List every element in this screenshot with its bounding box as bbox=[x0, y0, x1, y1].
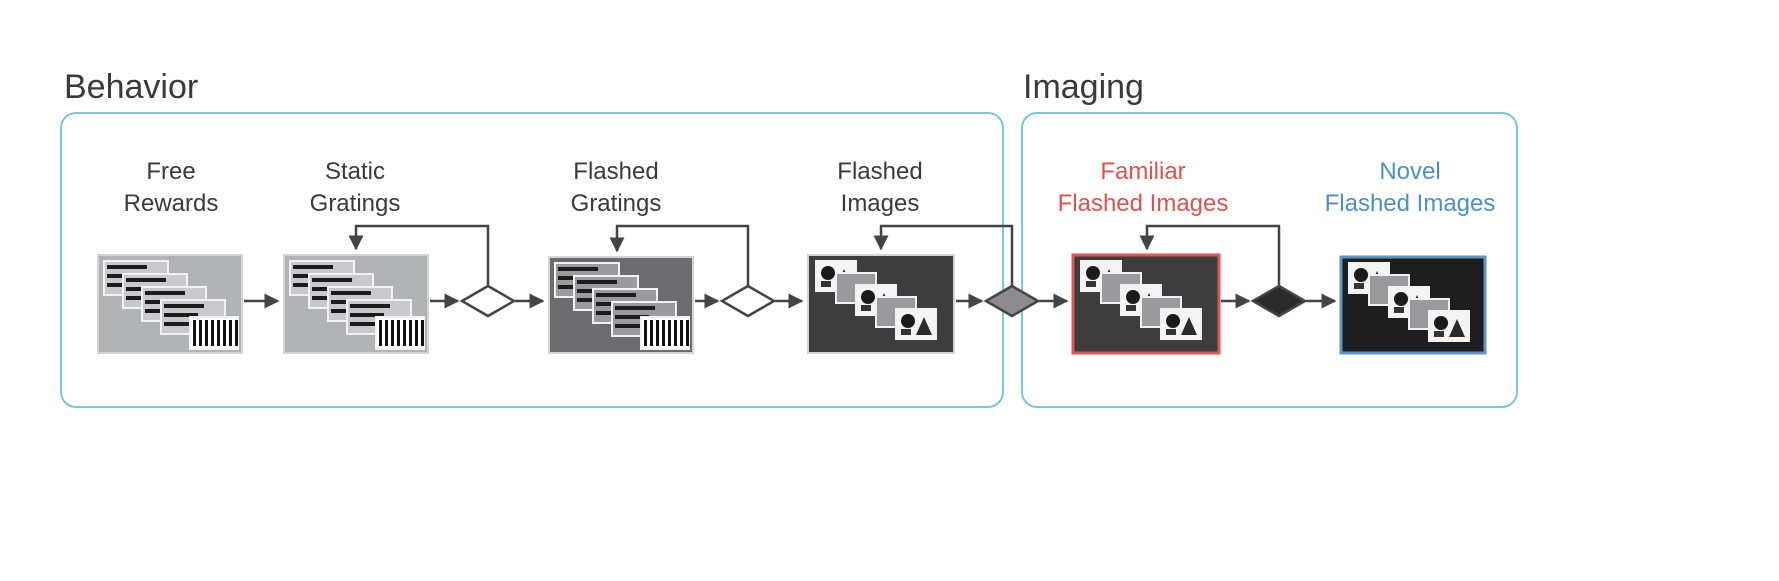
vertical-grating-bar bbox=[686, 320, 689, 346]
vertical-grating-bar bbox=[409, 320, 412, 346]
vertical-grating-bar bbox=[211, 320, 214, 346]
vertical-grating-bar bbox=[680, 320, 683, 346]
image-blob bbox=[821, 281, 831, 287]
grating-bar bbox=[615, 324, 643, 328]
image-blob bbox=[1434, 316, 1448, 330]
image-blob bbox=[861, 290, 875, 304]
loop-decision3-to-flashed-images bbox=[873, 224, 1014, 286]
image-blob bbox=[1166, 314, 1180, 328]
vertical-grating-bar bbox=[391, 320, 394, 346]
vertical-grating-bar bbox=[674, 320, 677, 346]
stage-static-gratings bbox=[283, 254, 429, 354]
grating-bar bbox=[312, 296, 340, 300]
vertical-grating-bar bbox=[235, 320, 238, 346]
grating-bar bbox=[145, 291, 185, 295]
image-blob bbox=[1434, 331, 1444, 337]
grating-bar bbox=[596, 293, 636, 297]
vertical-grating-bar bbox=[379, 320, 382, 346]
imaging-title: Imaging bbox=[1023, 68, 1144, 106]
vertical-grating-bar bbox=[662, 320, 665, 346]
grating-bar bbox=[293, 265, 333, 269]
image-blob bbox=[1449, 319, 1465, 337]
grating-bar bbox=[126, 278, 166, 282]
decision-1 bbox=[459, 284, 517, 318]
grating-bar bbox=[577, 298, 605, 302]
grating-bar bbox=[164, 304, 204, 308]
image-blob bbox=[1394, 292, 1408, 306]
vertical-grating-bar bbox=[193, 320, 196, 346]
grating-bar bbox=[558, 285, 586, 289]
decision-3 bbox=[983, 284, 1041, 318]
behavior-title: Behavior bbox=[64, 68, 199, 106]
behavior-panel bbox=[60, 112, 1004, 408]
image-blob bbox=[901, 314, 915, 328]
decision-2 bbox=[719, 284, 777, 318]
image-blob bbox=[1354, 283, 1364, 289]
loop-decision2-to-flashed-gratings bbox=[609, 224, 750, 286]
vertical-grating-bar bbox=[397, 320, 400, 346]
vertical-grating-bar bbox=[205, 320, 208, 346]
image-blob bbox=[1086, 266, 1100, 280]
vertical-grating-bar bbox=[656, 320, 659, 346]
loop-decision4-to-familiar bbox=[1139, 224, 1281, 286]
imaging-panel bbox=[1021, 112, 1518, 408]
grating-bar bbox=[331, 309, 359, 313]
grating-bar bbox=[312, 278, 352, 282]
image-blob bbox=[901, 329, 911, 335]
grating-bar bbox=[331, 291, 371, 295]
vertical-grating-bar bbox=[403, 320, 406, 346]
image-blob bbox=[916, 317, 932, 335]
image-blob bbox=[1181, 317, 1197, 335]
stage-flashed-gratings bbox=[548, 256, 694, 354]
grating-bar bbox=[145, 309, 173, 313]
decision-4 bbox=[1250, 284, 1308, 318]
grating-bar bbox=[164, 313, 198, 317]
grating-bar bbox=[615, 315, 649, 319]
image-blob bbox=[1126, 290, 1140, 304]
vertical-grating-bar bbox=[217, 320, 220, 346]
grating-bar bbox=[615, 306, 655, 310]
vertical-grating-bar bbox=[668, 320, 671, 346]
image-blob bbox=[1354, 268, 1368, 282]
vertical-grating-bar bbox=[229, 320, 232, 346]
vertical-grating-bar bbox=[421, 320, 424, 346]
vertical-grating-bar bbox=[644, 320, 647, 346]
image-blob bbox=[1166, 329, 1176, 335]
grating-bar bbox=[107, 283, 135, 287]
stage-familiar-flashed-images bbox=[1071, 253, 1221, 355]
stage-novel-flashed-images bbox=[1339, 255, 1487, 355]
vertical-grating-bar bbox=[223, 320, 226, 346]
grating-bar bbox=[350, 322, 378, 326]
grating-bar bbox=[596, 311, 624, 315]
image-blob bbox=[1394, 307, 1404, 313]
image-blob bbox=[1126, 305, 1136, 311]
image-blob bbox=[861, 305, 871, 311]
grating-bar bbox=[293, 283, 321, 287]
stage-flashed-images bbox=[807, 254, 955, 354]
grating-bar bbox=[126, 296, 154, 300]
grating-bar bbox=[107, 265, 147, 269]
vertical-grating-bar bbox=[199, 320, 202, 346]
vertical-grating-bar bbox=[650, 320, 653, 346]
vertical-grating-bar bbox=[415, 320, 418, 346]
image-blob bbox=[1086, 281, 1096, 287]
grating-bar bbox=[558, 267, 598, 271]
grating-bar bbox=[164, 322, 192, 326]
grating-bar bbox=[350, 304, 390, 308]
vertical-grating-bar bbox=[385, 320, 388, 346]
loop-decision1-to-static bbox=[348, 224, 490, 286]
grating-bar bbox=[350, 313, 384, 317]
stage-free-rewards bbox=[97, 254, 243, 354]
image-blob bbox=[821, 266, 835, 280]
grating-bar bbox=[577, 280, 617, 284]
